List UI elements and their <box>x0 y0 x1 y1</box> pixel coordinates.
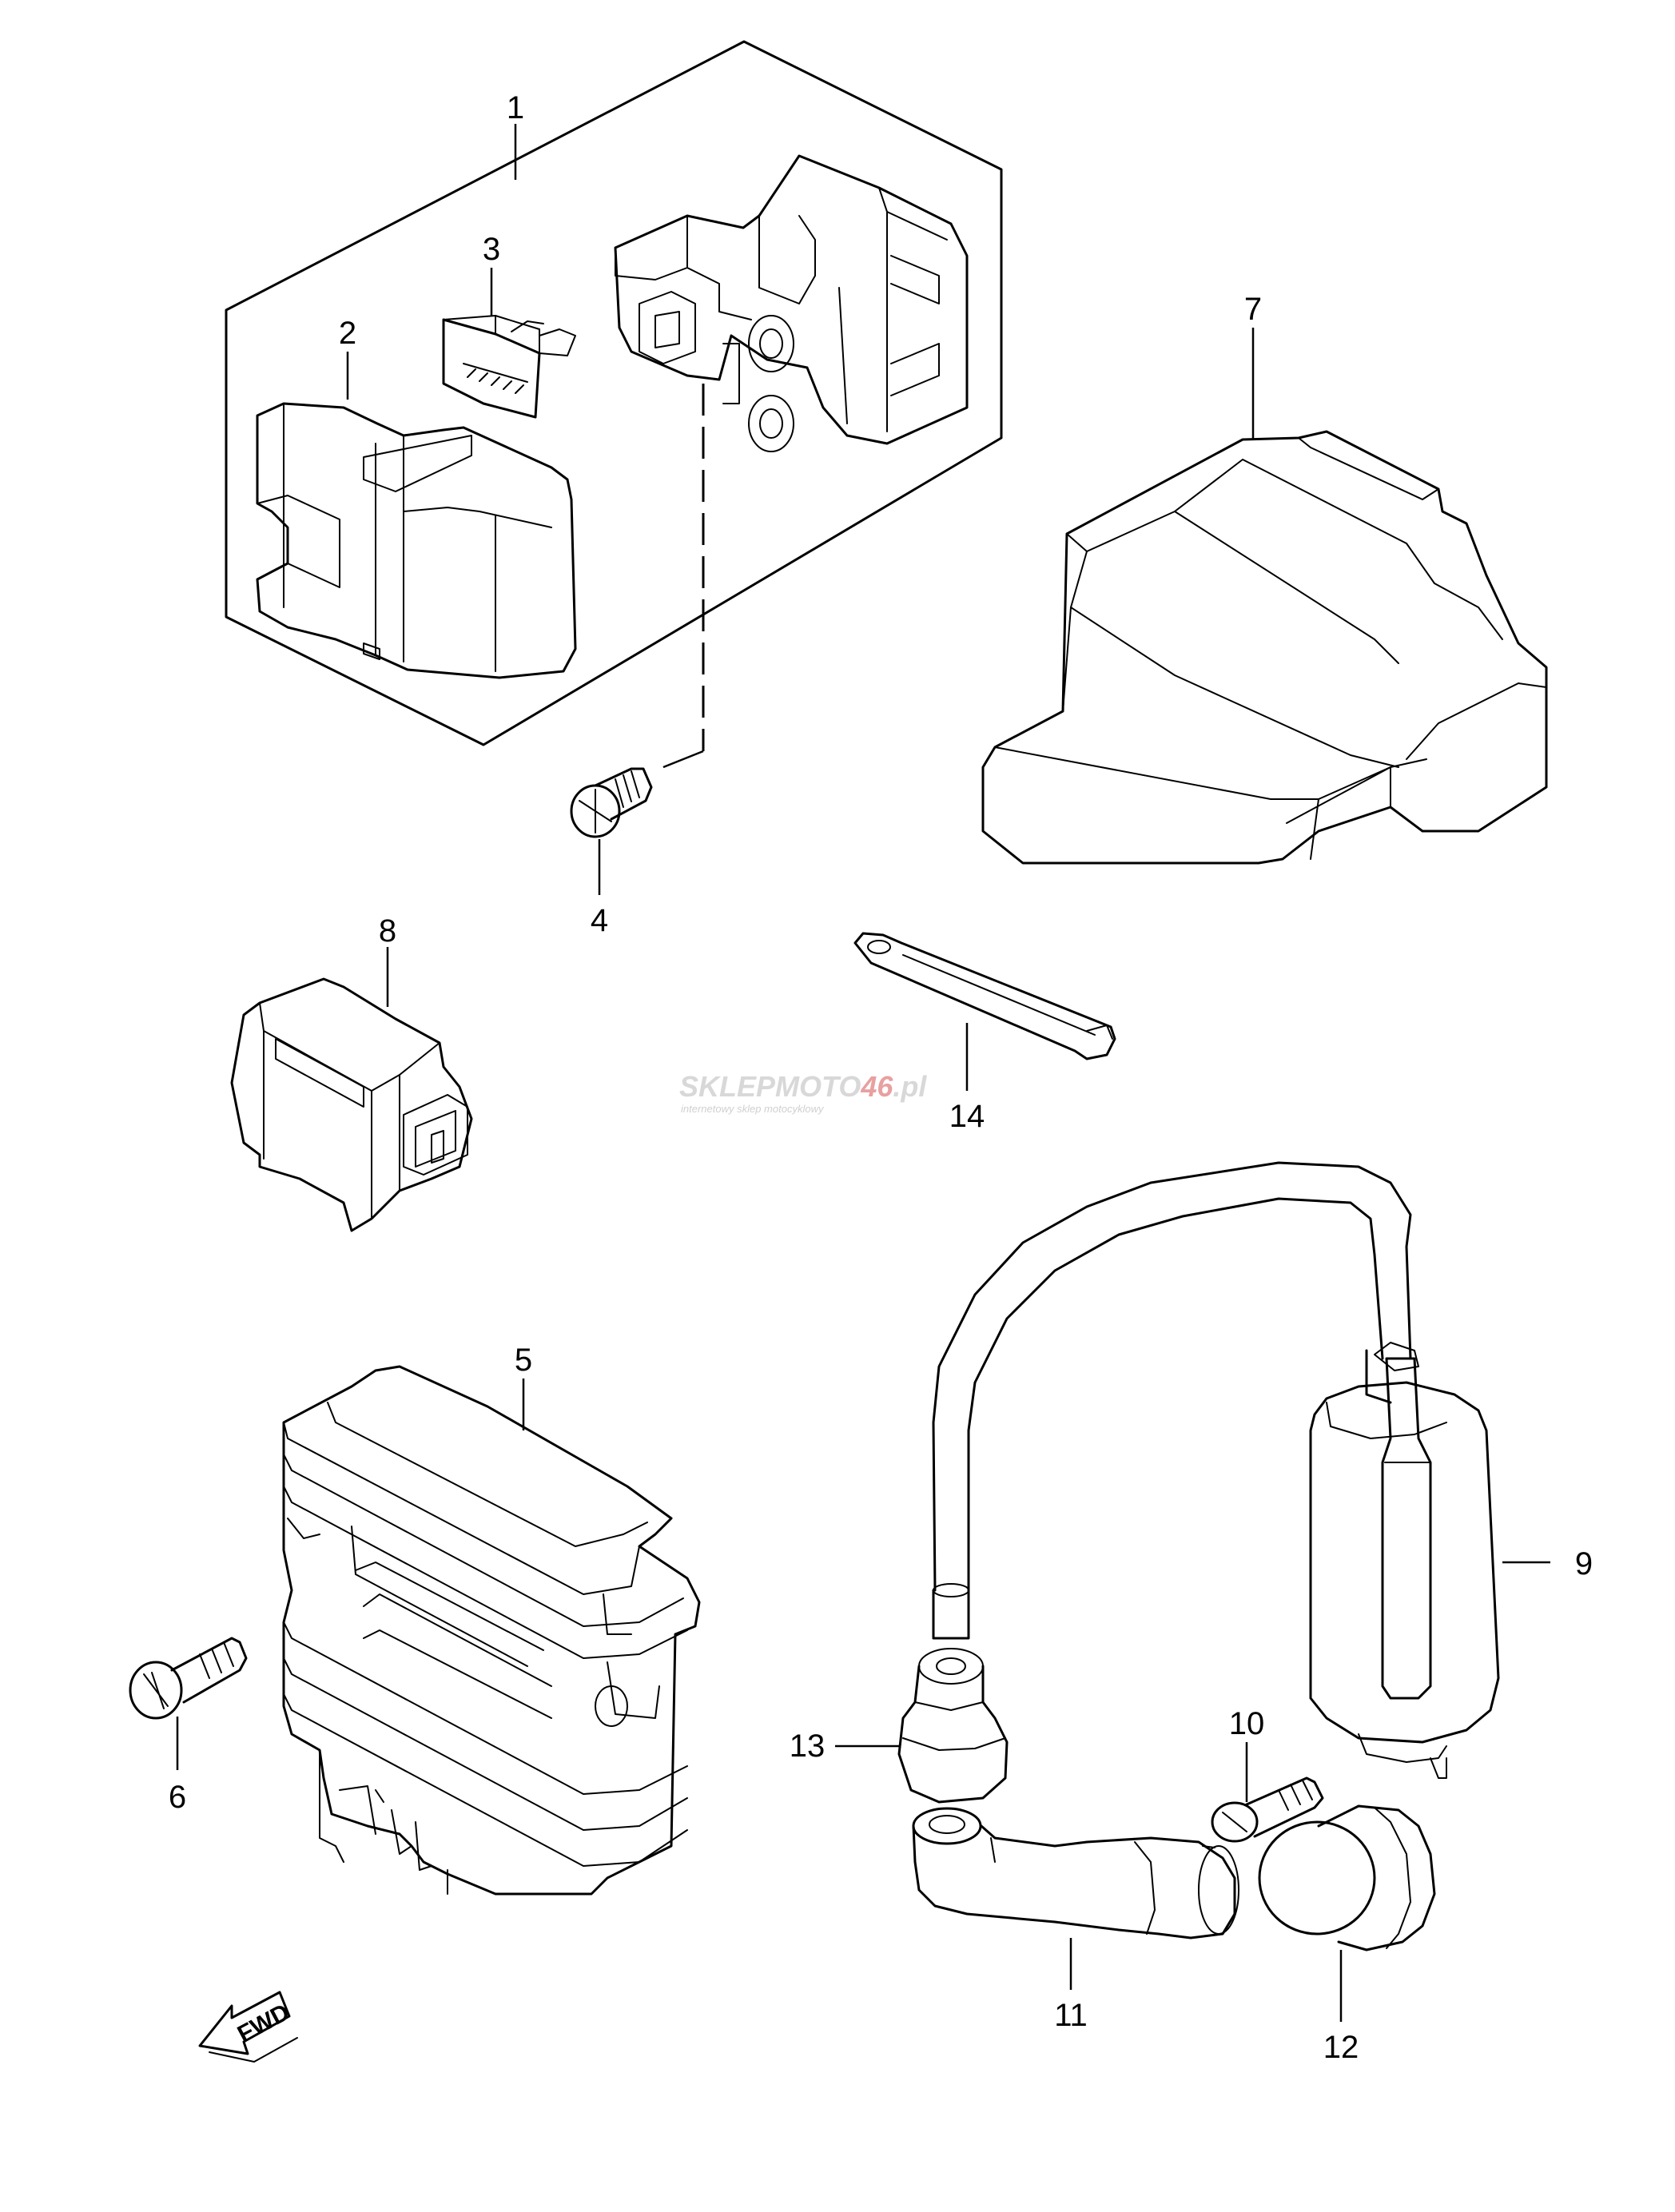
screw-4 <box>570 767 653 838</box>
regulator-rectifier <box>282 1365 701 1896</box>
watermark-brand-a: SKLEP <box>679 1070 776 1103</box>
callouts: 1 2 3 4 5 6 7 8 9 10 11 12 13 14 <box>169 90 1593 2065</box>
watermark-brand-c: 46 <box>860 1070 893 1103</box>
fwd-label: FWD <box>233 1999 294 2047</box>
callout-14: 14 <box>949 1099 985 1134</box>
callout-12: 12 <box>1323 2030 1359 2065</box>
watermark-brand-d: .pl <box>893 1070 927 1103</box>
callout-8: 8 <box>379 913 396 949</box>
callout-7: 7 <box>1244 292 1262 327</box>
watermark: SKLEPMOTO46.pl internetowy sklep motocyk… <box>679 1070 927 1115</box>
relay-group-outline <box>225 40 1003 746</box>
bolt-6 <box>129 1637 248 1720</box>
bolt-10 <box>1211 1776 1324 1843</box>
callout-2: 2 <box>339 316 356 351</box>
callout-10: 10 <box>1229 1706 1265 1741</box>
forward-arrow: FWD <box>198 1991 298 2063</box>
cable-clamp <box>853 932 1116 1060</box>
main-relay-block <box>614 154 969 452</box>
spark-plug-cap <box>912 1807 1239 1939</box>
callout-11: 11 <box>1054 1998 1088 2033</box>
blade-fuse <box>442 315 576 419</box>
screw-alignment-line <box>662 384 705 769</box>
plug-cap-cover <box>1258 1804 1436 1951</box>
connector-relay <box>230 977 473 1232</box>
callout-5: 5 <box>515 1343 532 1378</box>
callout-13: 13 <box>790 1729 826 1764</box>
watermark-tagline: internetowy sklep motocyklowy <box>681 1103 825 1115</box>
ignition-coil <box>932 1161 1500 1779</box>
leader-lines <box>176 124 1550 2022</box>
callout-1: 1 <box>507 90 524 125</box>
ecu-unit <box>981 430 1548 865</box>
starter-relay <box>256 402 577 679</box>
callout-4: 4 <box>591 903 608 938</box>
callout-3: 3 <box>483 232 500 267</box>
grommet <box>897 1648 1009 1804</box>
callout-6: 6 <box>169 1780 186 1815</box>
svg-text:SKLEPMOTO46.pl: SKLEPMOTO46.pl <box>679 1070 927 1103</box>
watermark-brand-b: MOTO <box>775 1070 861 1103</box>
callout-9: 9 <box>1575 1546 1593 1581</box>
